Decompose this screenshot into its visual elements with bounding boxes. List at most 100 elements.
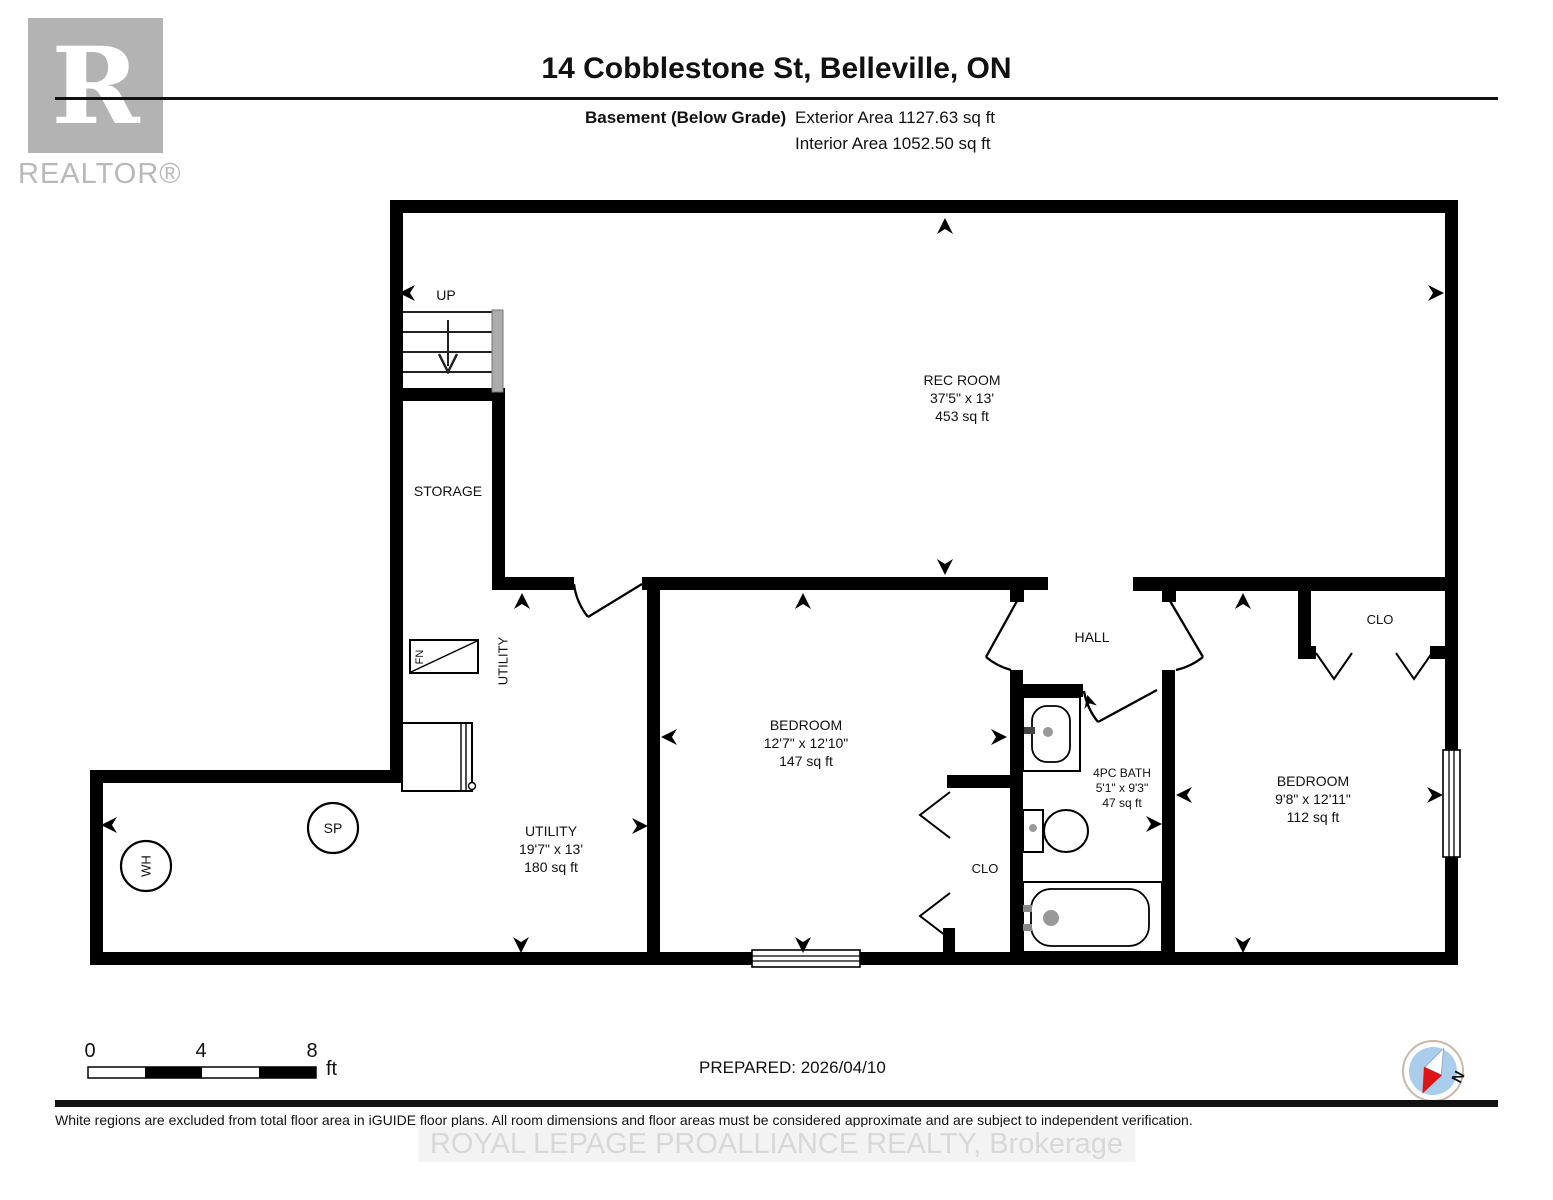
room-area: 180 sq ft [524,859,578,876]
scale-bar [87,1066,317,1079]
bathroom-door [1082,688,1158,724]
wall-rec-bottom-a [492,577,574,590]
arrow-left-icon [399,285,415,301]
arrow-right-icon [1428,285,1444,301]
room-name: UTILITY [524,823,578,839]
windows [751,749,1461,968]
floor-label: Basement (Below Grade) [585,108,787,127]
room-area: 147 sq ft [779,753,833,770]
room-area: 453 sq ft [935,408,989,425]
wall-rec-bottom-c [1133,577,1458,591]
wall-storage-divider [492,388,505,590]
sump-pump-circle [306,801,360,855]
wall-bath-top [1010,684,1083,697]
exterior-area-label: Exterior Area 1127.63 sq ft [795,108,996,127]
arrow-down-icon [937,559,953,575]
scale-unit-label: ft [326,1058,338,1080]
arrow-right-icon [1427,787,1443,803]
utility-fixtures [119,639,479,893]
wall-closet2-stub-right [1430,646,1458,659]
arrow-right-icon [632,818,648,834]
closet1-bifold-lower [918,892,951,940]
appliance-box [401,722,477,792]
water-heater-circle [119,839,173,893]
room-label-bedroom2: BEDROOM 9'8" x 12'11" 112 sq ft [1275,772,1351,827]
scale-tick-0: 0 [84,1040,96,1062]
arrow-left-icon [1176,787,1192,803]
window-bedroom2-right [1442,749,1461,858]
bathroom-fixtures [1022,696,1163,953]
staircase [403,309,504,393]
wall-rec-bottom-b [642,577,1048,590]
realtor-logo-r-icon: R [51,22,140,148]
wall-bath-left [1010,670,1023,965]
brokerage-watermark: ROYAL LEPAGE PROALLIANCE REALTY, Brokera… [417,1127,1136,1162]
furnace-label: FN [414,649,426,665]
wall-closet1-top [947,775,1010,788]
arrow-left-icon [661,729,677,745]
bedroom2-door [1169,600,1204,672]
arrow-down-icon [1235,937,1251,953]
wall-under-stairs [396,388,504,401]
room-name: REC ROOM [923,372,1001,388]
room-label-rec-room: REC ROOM 37'5" x 13' 453 sq ft [924,371,1001,426]
bathtub [1022,881,1163,953]
disclaimer-text: White regions are excluded from total fl… [55,1112,1193,1128]
stair-down-arrow-icon [437,353,459,375]
wall-bath-right [1162,670,1175,965]
bifold-closet-doors [918,652,1433,940]
room-label-closet2: CLO [1366,612,1394,627]
arrow-right-icon [1146,816,1162,832]
wall-closet2-left [1298,590,1311,652]
wall-closet2-stub-left [1298,646,1316,659]
room-name: 4PC BATH [1093,766,1151,780]
utility-side-label: UTILITY [495,636,511,686]
arrow-down-icon [795,937,811,953]
room-name: BEDROOM [1276,773,1350,789]
arrow-left-icon [101,817,117,833]
room-dims: 5'1" x 9'3" [1095,781,1149,795]
room-label-hall: HALL [1074,629,1110,645]
room-label-bath: 4PC BATH 5'1" x 9'3" 47 sq ft [1093,766,1151,811]
arrow-up-icon [937,218,953,234]
arrow-up-icon [514,593,530,609]
closet1-bifold-upper [918,791,951,839]
arrow-up-icon [795,593,811,609]
stairs-up-label: UP [436,287,456,303]
sump-pump-label: SP [323,820,343,836]
room-dims: 9'8" x 12'11" [1275,791,1351,808]
wall-bedroom1-left [647,577,660,965]
stair-railing [491,309,504,393]
direction-arrows [101,218,1444,953]
bedroom1-door [984,600,1019,672]
footer-divider-line [55,1100,1498,1107]
walls [90,200,1458,965]
room-name: BEDROOM [769,717,843,733]
scale-tick-8: 8 [306,1040,318,1062]
sink-vanity [1022,696,1081,772]
storage-door [572,583,643,618]
wall-hall-right-stub [1162,590,1176,602]
compass-needle [1422,1047,1445,1094]
wall-bedroom1-door-stub [1010,590,1024,602]
arrow-down-icon [513,937,529,953]
room-label-bedroom1: BEDROOM 12'7" x 12'10" 147 sq ft [764,716,849,771]
window-bedroom1-bottom [751,949,861,968]
interior-area-label: Interior Area 1052.50 sq ft [795,134,991,153]
realtor-logo-text: REALTOR® [18,158,182,190]
toilet [1022,809,1089,853]
room-label-closet1: CLO [971,861,999,876]
room-label-utility: UTILITY 19'7" x 13' 180 sq ft [519,822,583,877]
closet2-bifold-left [1315,652,1353,681]
compass-icon [1402,1040,1464,1102]
scale-tick-4: 4 [195,1040,207,1062]
arrow-up-icon [1084,694,1097,709]
room-dims: 37'5" x 13' [929,390,995,407]
arrow-right-icon [991,729,1007,745]
room-dims: 12'7" x 12'10" [763,735,849,752]
page-title: 14 Cobblestone St, Belleville, ON [541,52,1012,85]
wall-utility-top [90,770,403,783]
arrow-up-icon [1235,593,1251,609]
furnace-box [409,639,479,674]
